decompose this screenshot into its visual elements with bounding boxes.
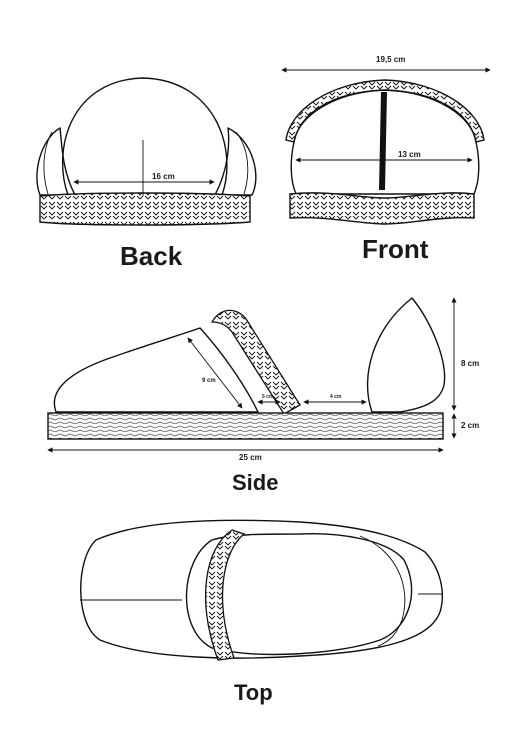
side-title: Side [232, 470, 278, 495]
front-outer-label: 19,5 cm [376, 55, 405, 64]
side-toe-upper [53, 327, 259, 413]
side-gap-label: 4 cm [330, 394, 342, 400]
front-view: 19,5 cm 13 cm Front [281, 55, 491, 264]
front-center-seam [379, 92, 387, 190]
back-heel-shell [61, 77, 228, 196]
top-braided-strap [204, 529, 246, 661]
front-inner-label: 13 cm [398, 150, 421, 159]
front-title: Front [362, 234, 429, 264]
front-braided-rim [285, 79, 485, 143]
side-heel-label: 9 cm [202, 378, 216, 384]
side-height-label: 8 cm [461, 359, 479, 368]
side-view: 9 cm 5 cm 4 cm 8 cm 2 cm 25 cm Side [47, 297, 479, 495]
side-heel-counter [366, 297, 446, 413]
top-view: Top [80, 519, 443, 705]
front-toe-shell [290, 89, 480, 195]
front-braided-sole [289, 192, 475, 225]
side-length-label: 25 cm [239, 453, 262, 462]
back-title: Back [120, 241, 183, 271]
back-braided-sole [39, 192, 251, 226]
back-heel-cup-left-flap [36, 127, 76, 196]
top-sole-outline [80, 519, 443, 659]
top-toe-upper [185, 533, 413, 656]
side-strap-label: 5 cm [262, 394, 274, 400]
back-width-label: 16 cm [152, 172, 175, 181]
top-title: Top [234, 680, 273, 705]
top-vamp-seam [359, 535, 406, 647]
side-sole-label: 2 cm [461, 421, 479, 430]
side-sole [47, 412, 444, 440]
side-heel-dimension [187, 337, 243, 409]
back-view: 16 cm Back [36, 77, 257, 271]
side-braided-strap [210, 309, 301, 415]
back-heel-cup-right-flap [214, 127, 257, 196]
